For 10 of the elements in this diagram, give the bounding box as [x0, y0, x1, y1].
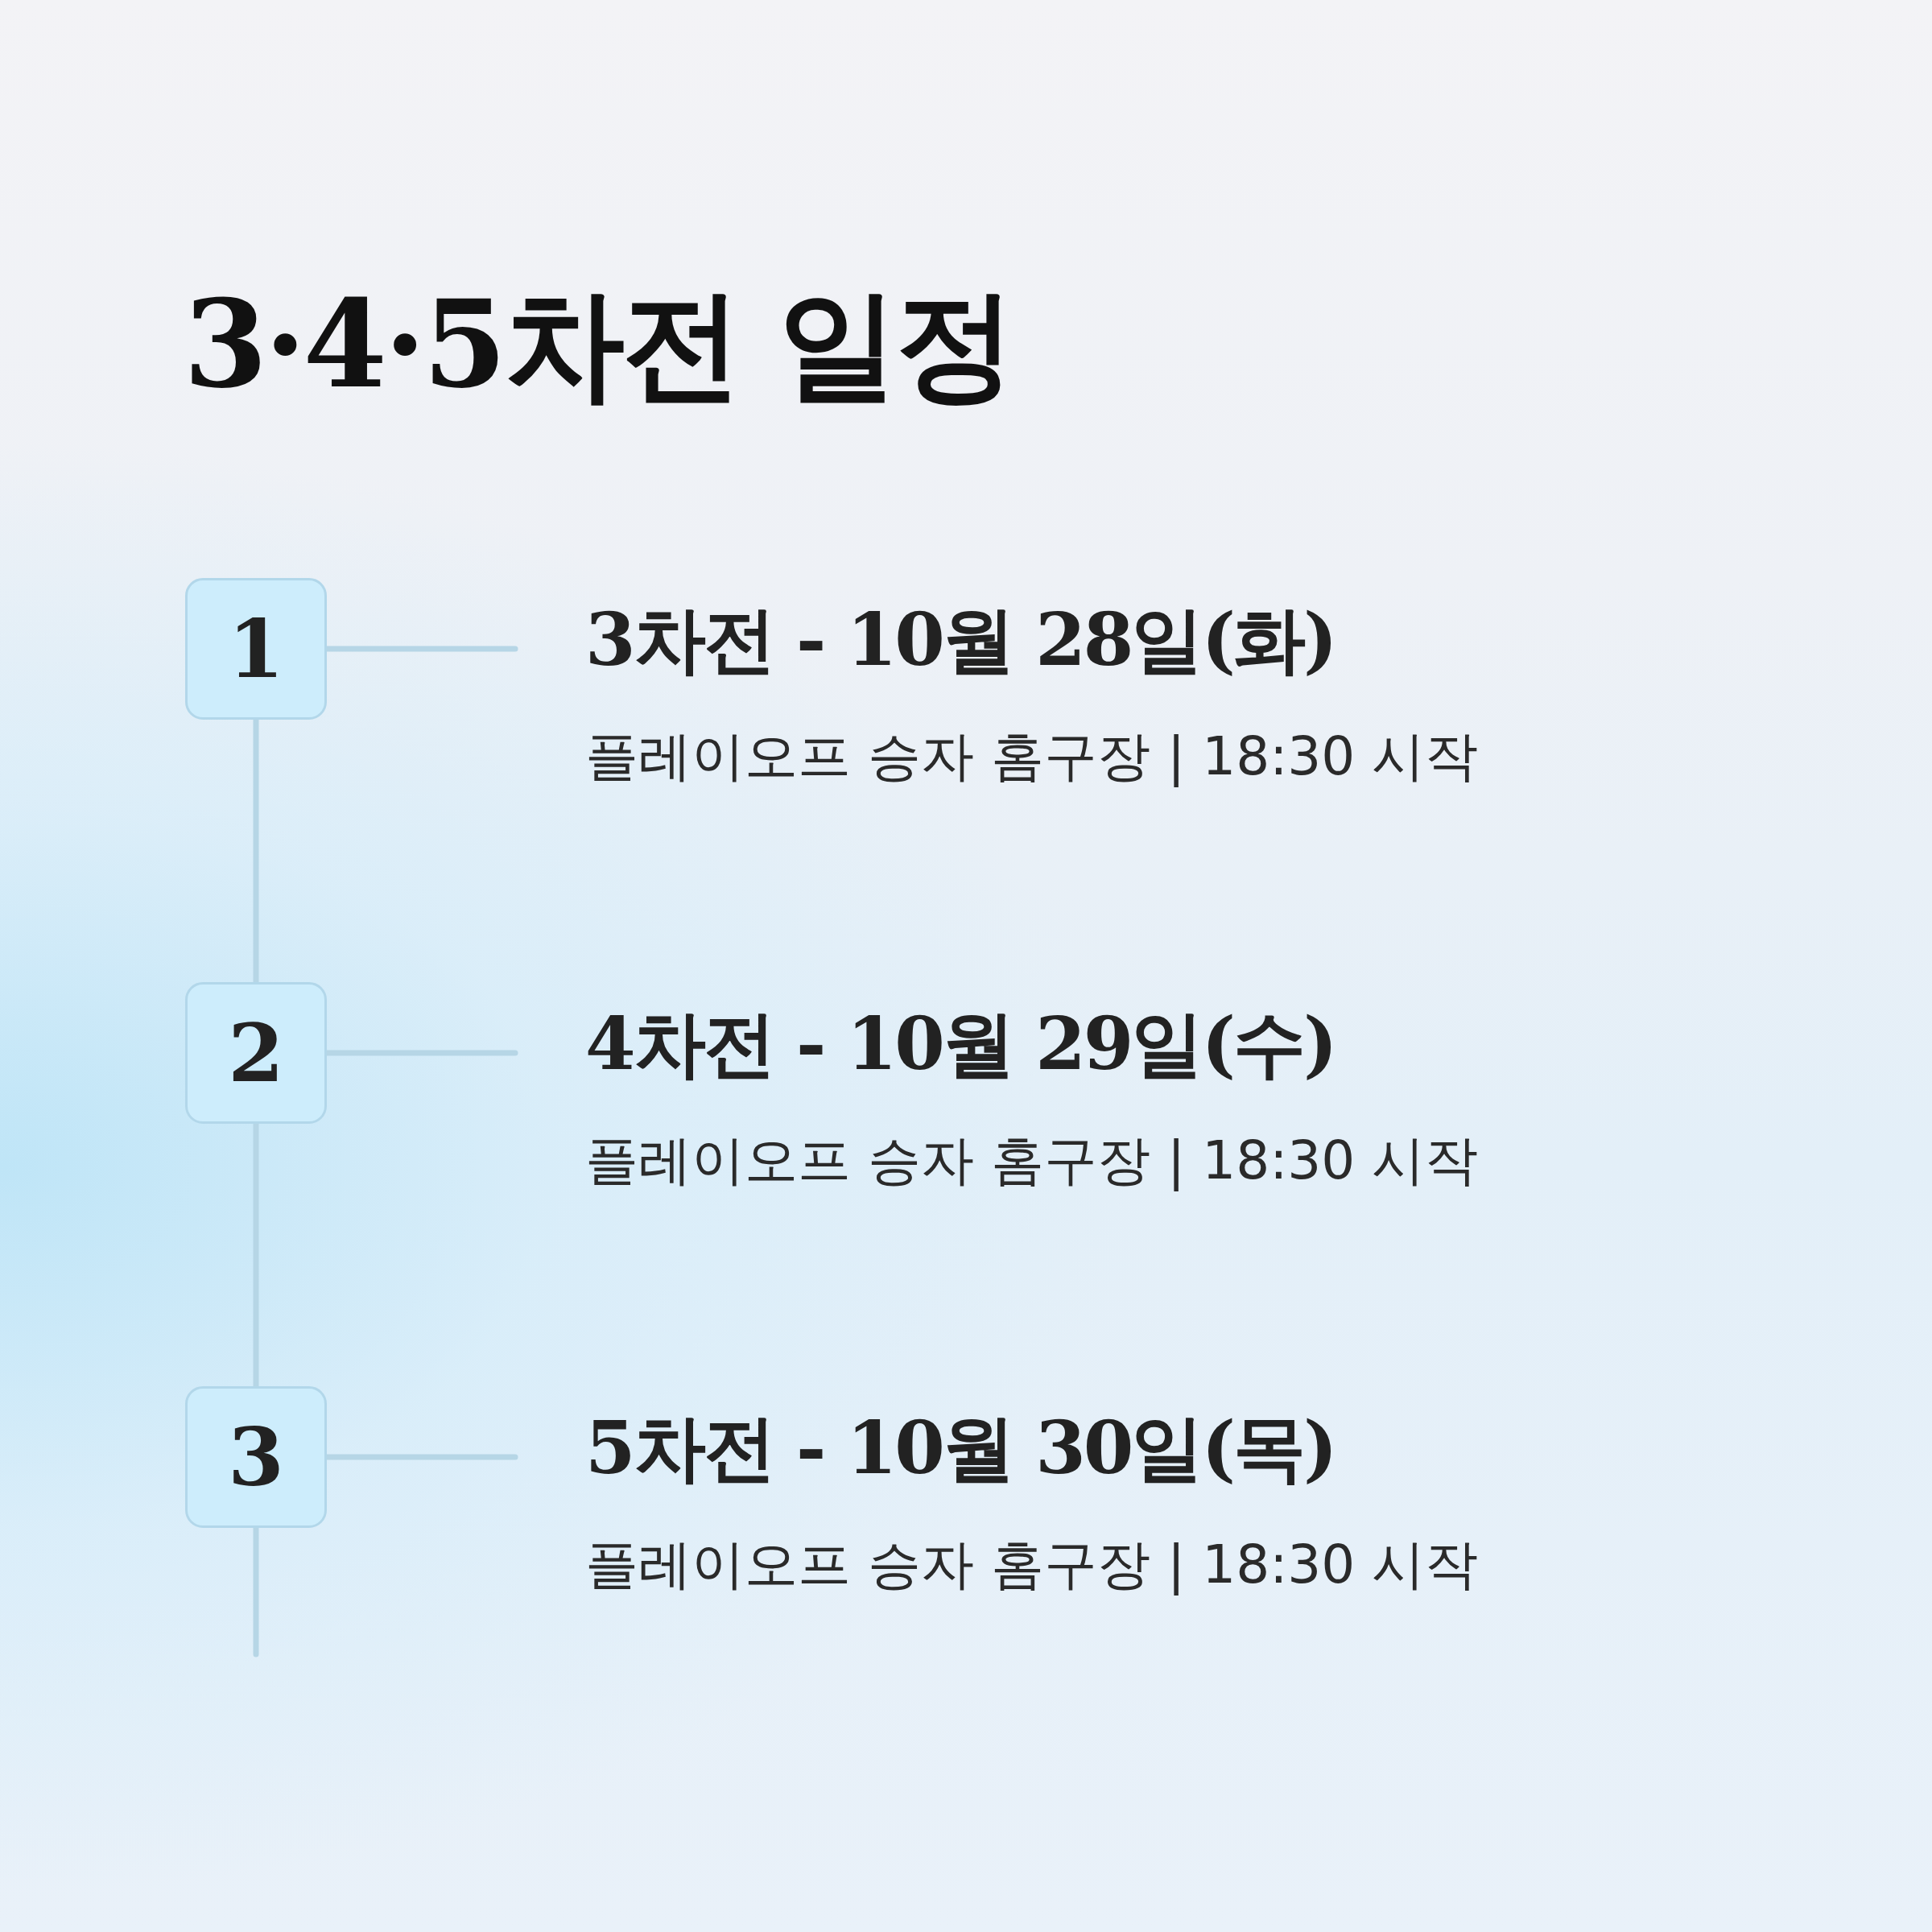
- venue-time-text: 플레이오프 승자 홈구장 | 18:30 시작: [585, 1129, 1479, 1193]
- game-date-heading: 3차전 - 10월 28일(화): [585, 596, 1335, 683]
- venue-time-text: 플레이오프 승자 홈구장 | 18:30 시작: [585, 724, 1479, 789]
- title: 3·4·5차전 일정: [184, 272, 1013, 416]
- venue-time-text: 플레이오프 승자 홈구장 | 18:30 시작: [585, 1533, 1479, 1597]
- game-date-heading: 4차전 - 10월 29일(수): [585, 1000, 1335, 1088]
- step-number-box: 2: [185, 982, 327, 1124]
- step-number-box: 3: [185, 1386, 327, 1528]
- step-number-box: 1: [185, 578, 327, 720]
- game-date-heading: 5차전 - 10월 30일(목): [585, 1404, 1335, 1492]
